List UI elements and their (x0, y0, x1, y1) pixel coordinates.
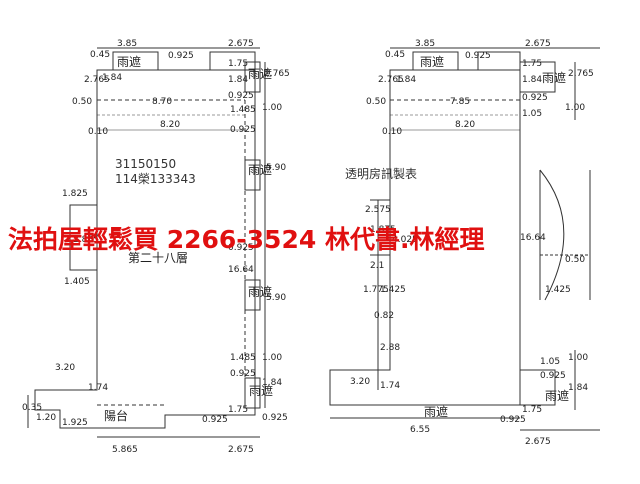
left-plan-labels: 3.85 2.675 0.925 0.45 2.765 1.84 1.75 1.… (22, 39, 290, 455)
dim-left-top-width: 3.85 (117, 39, 137, 49)
dim-right-small-a: 1.75 (522, 59, 542, 69)
dim-left-r590a: 5.90 (266, 163, 286, 173)
dim-left-1925: 1.925 (62, 418, 88, 428)
dim-right-655: 6.55 (410, 425, 430, 435)
right-floor-plan (329, 47, 600, 431)
dim-left-r1664: 16.64 (228, 265, 254, 275)
dim-left-r0925c: 0.925 (228, 243, 254, 253)
dim-left-r1485b: 1.485 (230, 353, 256, 363)
dim-left-1825: 1.825 (62, 189, 88, 199)
dim-right-r100: 1.00 (565, 103, 585, 113)
dim-left-small-c: 2.765 (264, 69, 290, 79)
dim-left-top-left-c: 1.84 (102, 73, 122, 83)
dim-left-010: 0.10 (88, 127, 108, 137)
dim-right-top-right-a: 0.925 (465, 51, 491, 61)
left-floor-label: 第二十八層 (128, 251, 188, 265)
dim-right-r105: 1.05 (522, 109, 542, 119)
dim-right-050b: 0.50 (565, 255, 585, 265)
dim-right-top-right-b: 2.675 (525, 39, 551, 49)
dim-right-1775: 1.775 (363, 285, 389, 295)
left-id-number: 31150150 (115, 157, 176, 171)
dim-left-2885: 2.885 (73, 235, 99, 245)
dim-left-b2675: 2.675 (228, 445, 254, 455)
dim-left-b175: 1.75 (228, 405, 248, 415)
right-title: 透明房訊製表 (345, 166, 417, 181)
dim-left-r184: 1.84 (262, 378, 282, 388)
dim-right-174: 1.74 (380, 381, 400, 391)
left-canopy-right: 雨遮 (248, 284, 272, 299)
dim-right-small-b: 1.84 (522, 75, 542, 85)
right-canopy-top: 雨遮 (420, 54, 444, 69)
dim-left-050: 0.50 (72, 97, 92, 107)
dim-left-174: 1.74 (88, 383, 108, 393)
right-plan-labels: 3.85 2.675 0.925 0.45 2.765 1.84 1.75 1.… (345, 39, 594, 447)
left-balcony-label: 陽台 (104, 408, 128, 423)
dim-left-035: 0.35 (22, 403, 42, 413)
dim-right-b2675: 2.675 (525, 437, 551, 447)
dim-left-r0925a: 0.925 (228, 91, 254, 101)
left-canopy-top-1: 雨遮 (117, 54, 141, 69)
right-canopy-right-bottom: 雨遮 (545, 388, 569, 403)
dim-left-120: 1.20 (36, 413, 56, 423)
right-canopy-right-upper: 雨遮 (542, 70, 566, 85)
dim-left-870: 8.70 (152, 97, 172, 107)
contact-banner: 法拍屋輕鬆買 2266-3524 林代書.林經理 (8, 225, 484, 254)
dim-right-0925b: 0.925 (540, 371, 566, 381)
dim-left-r0925d: 0.925 (230, 369, 256, 379)
dim-left-top-right-a: 0.925 (168, 51, 194, 61)
dim-right-820: 8.20 (455, 120, 475, 130)
dim-left-r0925b: 0.925 (230, 125, 256, 135)
dim-right-320: 3.20 (350, 377, 370, 387)
dim-right-082: 0.82 (374, 311, 394, 321)
dim-right-100b: 1.00 (568, 353, 588, 363)
dim-left-820: 8.20 (160, 120, 180, 130)
dim-left-r1485a: 1.485 (230, 105, 256, 115)
dim-left-top-left-a: 0.45 (90, 50, 110, 60)
dim-right-top-left-b: 2.765 (378, 75, 404, 85)
left-canopy-right-top: 雨遮 (248, 162, 272, 177)
dim-right-1425a: 1.425 (380, 285, 406, 295)
dim-right-1425: 1.425 (545, 285, 571, 295)
left-canopy-right-upper: 雨遮 (248, 66, 272, 81)
dim-left-top-right-b: 2.675 (228, 39, 254, 49)
dim-right-1875: 1.875 (370, 225, 396, 235)
dim-left-small-a: 1.75 (228, 59, 248, 69)
left-case-number: 114榮133343 (115, 172, 196, 186)
dim-left-b0925b: 0.925 (262, 413, 288, 423)
dim-right-010: 0.10 (382, 127, 402, 137)
dim-left-1405: 1.405 (64, 277, 90, 287)
dim-right-105b: 1.05 (540, 357, 560, 367)
dim-right-top-left-c: 1.84 (396, 75, 416, 85)
dim-left-r100b: 1.00 (262, 353, 282, 363)
dim-right-288: 2.88 (380, 343, 400, 353)
dim-right-1664: 16.64 (520, 233, 546, 243)
dim-right-184: 1.84 (568, 383, 588, 393)
dim-right-2575: 2.575 (365, 205, 391, 215)
dim-right-050: 0.50 (366, 97, 386, 107)
dim-right-b0925: 0.925 (500, 415, 526, 425)
dim-left-b0925: 0.925 (202, 415, 228, 425)
left-floor-plan (27, 47, 266, 438)
dim-left-small-b: 1.84 (228, 75, 248, 85)
dim-right-top-width: 3.85 (415, 39, 435, 49)
dim-left-r590b: 5.90 (266, 293, 286, 303)
dim-left-5865: 5.865 (112, 445, 138, 455)
dim-right-785: 7.85 (450, 97, 470, 107)
dim-left-top-left-b: 2.765 (84, 75, 110, 85)
dim-right-r0925: 0.925 (522, 93, 548, 103)
dim-right-b175: 1.75 (522, 405, 542, 415)
dim-right-top-left-a: 0.45 (385, 50, 405, 60)
left-canopy-right-bottom: 雨遮 (249, 383, 273, 398)
dim-right-21: 2.1 (370, 261, 384, 271)
right-canopy-bottom: 雨遮 (424, 404, 448, 419)
dim-right-small-c: 2.765 (568, 69, 594, 79)
dim-right-4025: 4.025 (392, 235, 418, 245)
dim-left-320: 3.20 (55, 363, 75, 373)
dim-left-r100a: 1.00 (262, 103, 282, 113)
